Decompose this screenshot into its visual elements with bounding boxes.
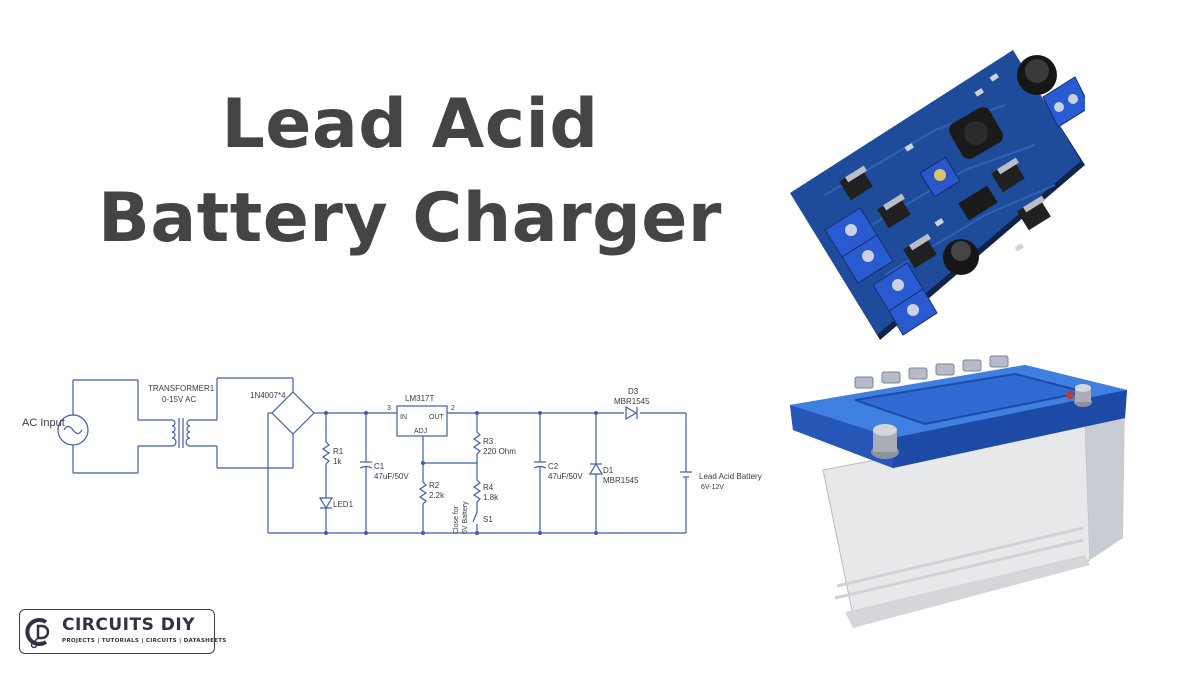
label-r1-value: 1k (333, 457, 342, 466)
label-bridge: 1N4007*4 (250, 391, 286, 400)
label-r4: R4 (483, 483, 494, 492)
label-r3-value: 220 Ohm (483, 447, 516, 456)
label-r2-value: 2.2k (429, 491, 445, 500)
circuits-diy-logo-icon (25, 618, 50, 649)
circuits-diy-logo: CIRCUITS DIY PROJECTS | TUTORIALS | CIRC… (19, 609, 226, 654)
logo-name: CIRCUITS DIY (62, 615, 196, 635)
title-line-2: Battery Charger (98, 179, 722, 258)
charger-board-image (790, 50, 1085, 340)
label-c1: C1 (374, 462, 385, 471)
label-d3: D3 (628, 387, 639, 396)
title-line-1: Lead Acid (221, 85, 599, 164)
label-d1-value: MBR1545 (603, 476, 639, 485)
label-d3-value: MBR1545 (614, 397, 650, 406)
label-s1: S1 (483, 515, 493, 524)
label-close-note-1: Close for (453, 505, 460, 534)
label-battery-value: 6V-12V (701, 484, 724, 491)
label-transformer-name: TRANSFORMER1 (148, 384, 215, 393)
label-battery-name: Lead Acid Battery (699, 472, 762, 481)
label-ac-input: AC Input (22, 417, 65, 429)
charger-schematic: AC Input TRANSFORMER1 0-15V AC 1N4007*4 … (22, 377, 762, 535)
lead-acid-battery-image (790, 355, 1127, 628)
label-transformer-rating: 0-15V AC (162, 395, 196, 404)
label-d1: D1 (603, 466, 614, 475)
label-led1: LED1 (333, 500, 354, 509)
label-r1: R1 (333, 447, 344, 456)
label-r2: R2 (429, 481, 440, 490)
label-reg-adj: ADJ (414, 428, 427, 435)
label-pin-out: 2 (451, 405, 455, 412)
label-c2: C2 (548, 462, 559, 471)
label-regulator: LM317T (405, 394, 434, 403)
label-r4-value: 1.8k (483, 493, 499, 502)
label-reg-in: IN (400, 414, 407, 421)
label-close-note-2: 6V Battery (462, 501, 469, 534)
label-r3: R3 (483, 437, 494, 446)
logo-tagline: PROJECTS | TUTORIALS | CIRCUITS | DATASH… (62, 638, 227, 644)
page-title: Lead Acid Battery Charger (60, 78, 760, 266)
label-reg-out: OUT (429, 414, 445, 421)
schematic-wires (57, 377, 692, 534)
label-pin-in: 3 (387, 405, 391, 412)
label-c2-value: 47uF/50V (548, 472, 583, 481)
label-c1-value: 47uF/50V (374, 472, 409, 481)
